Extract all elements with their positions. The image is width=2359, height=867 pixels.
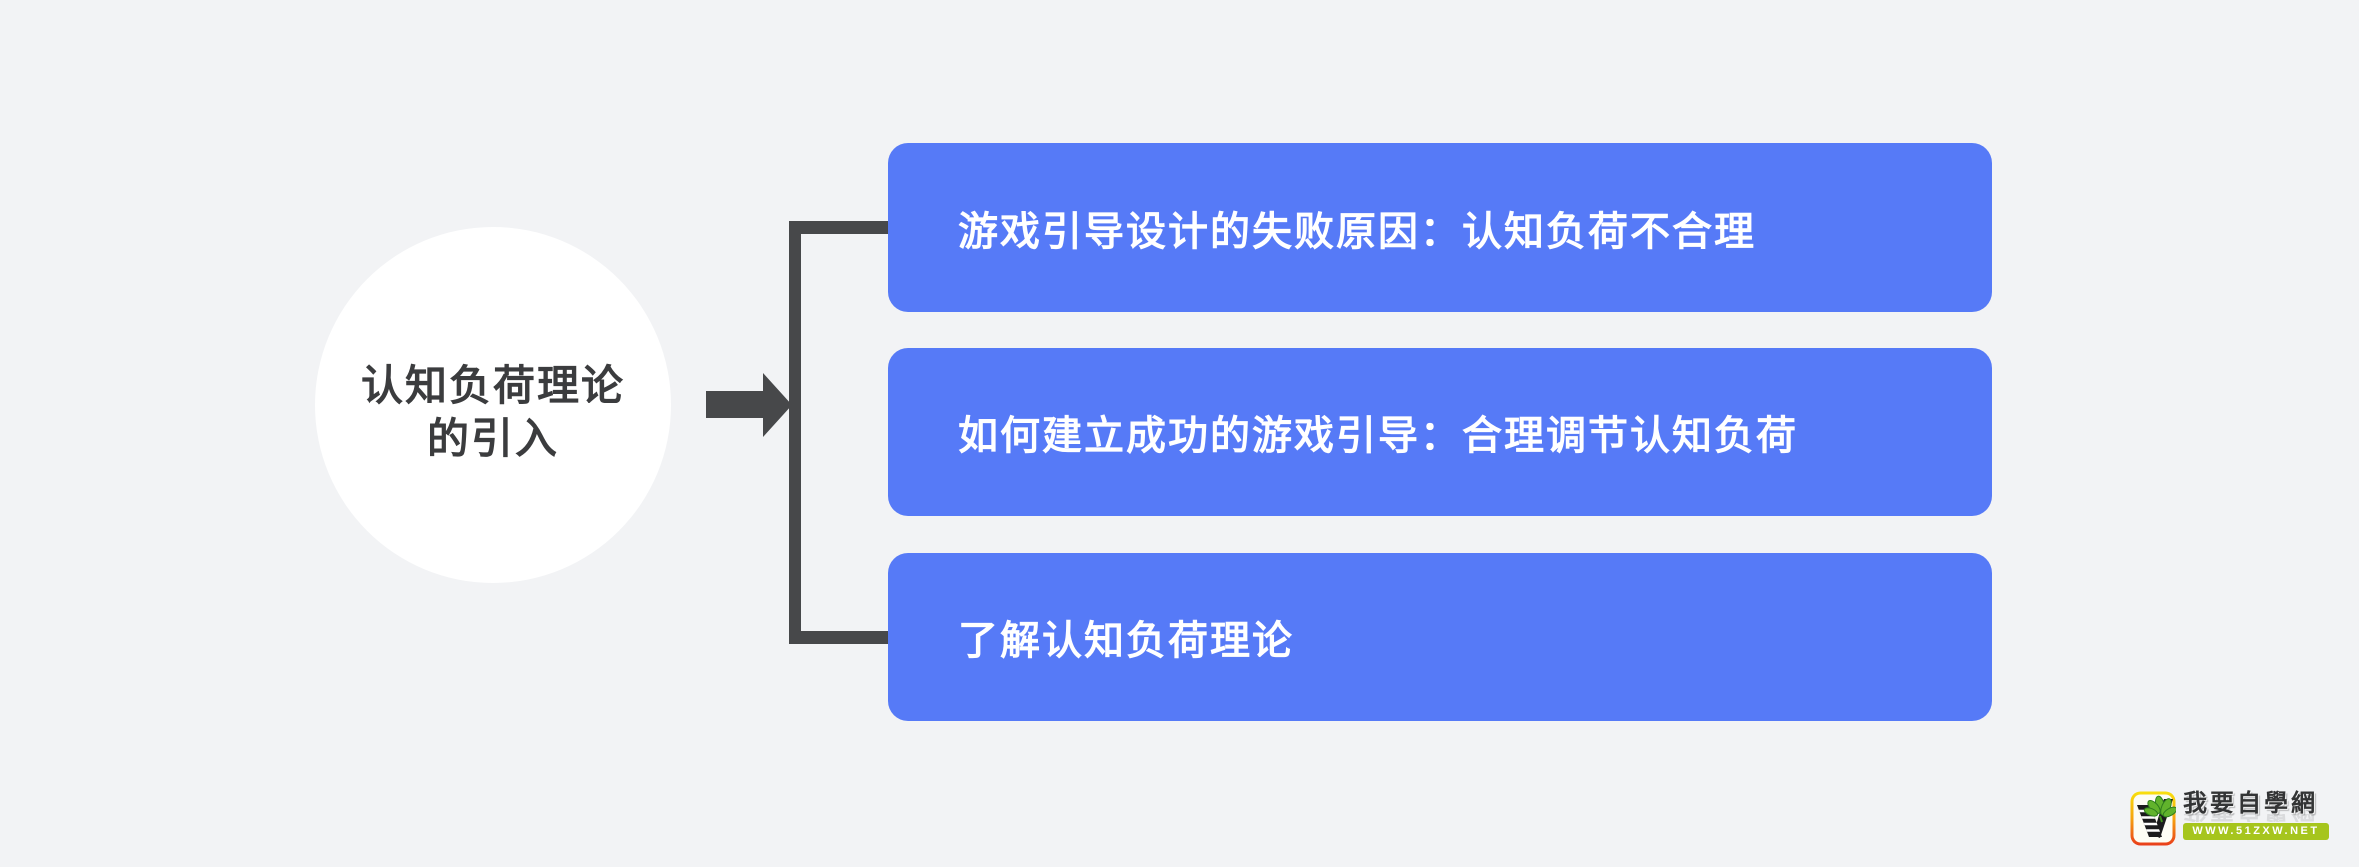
branch-node-3[interactable]: 了解认知负荷理论 [888, 553, 1992, 721]
watermark-site-name: 我要自學網 [2183, 790, 2318, 817]
watermark-site-name-reflection: 我要自學網 [2183, 814, 2329, 822]
watermark-url-bar: WWW.51ZXW.NET [2183, 823, 2329, 840]
root-node-label-line1: 认知负荷理论 [360, 362, 625, 409]
watermark-site-url: WWW.51ZXW.NET [2192, 825, 2320, 837]
connector-arrow-shaft [706, 391, 765, 418]
branch-node-2[interactable]: 如何建立成功的游戏引导：合理调节认知负荷 [888, 348, 1992, 516]
connector-arrow-head-icon [763, 373, 792, 437]
branch-node-3-label: 了解认知负荷理论 [958, 619, 1294, 663]
root-node-label-line2: 的引入 [426, 415, 559, 462]
root-node-circle[interactable]: 认知负荷理论 的引入 [315, 227, 671, 583]
connector-bracket-vertical-line [789, 221, 801, 644]
watermark-v-ladder-leaf-icon [2130, 791, 2176, 846]
branch-node-1-label: 游戏引导设计的失败原因：认知负荷不合理 [958, 209, 1756, 254]
watermark-logo[interactable]: 我要自學網 我要自學網 WWW.51ZXW.NET [2130, 791, 2329, 846]
branch-node-2-label: 如何建立成功的游戏引导：合理调节认知负荷 [958, 414, 1798, 458]
connector-bracket-top-line [789, 221, 888, 234]
branch-node-1[interactable]: 游戏引导设计的失败原因：认知负荷不合理 [888, 143, 1992, 312]
connector-bracket-bottom-line [789, 631, 888, 644]
